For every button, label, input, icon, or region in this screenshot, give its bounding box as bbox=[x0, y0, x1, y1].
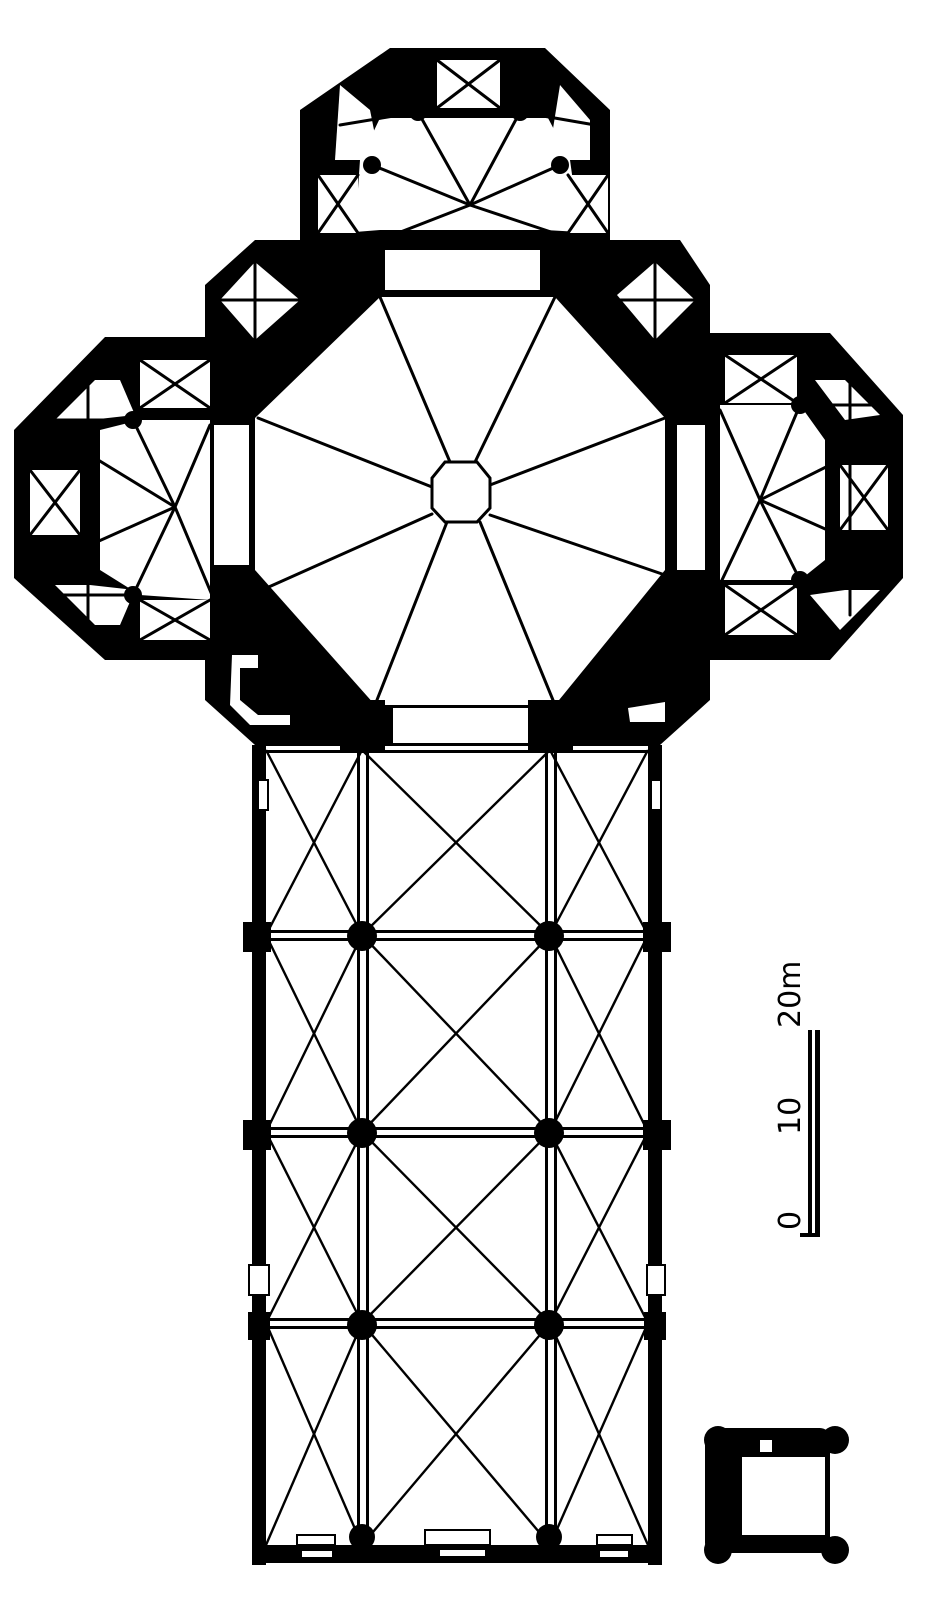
scale-label-0: 0 bbox=[773, 1211, 808, 1230]
top-apse bbox=[300, 48, 610, 250]
scale-label-20m: 20m bbox=[773, 961, 808, 1028]
transverse-arches bbox=[266, 743, 648, 1329]
crossing bbox=[205, 240, 710, 745]
right-apse bbox=[705, 333, 903, 660]
vault-ribs bbox=[264, 749, 650, 1546]
left-apse bbox=[14, 337, 214, 660]
scale-bar: 0 10 20m bbox=[773, 961, 820, 1237]
arcades bbox=[357, 745, 557, 1545]
portals bbox=[296, 1529, 633, 1557]
inset-tower-plan bbox=[704, 1426, 849, 1564]
nave bbox=[243, 700, 671, 1565]
scale-label-10: 10 bbox=[773, 1097, 808, 1135]
nave-piers bbox=[243, 700, 671, 1550]
